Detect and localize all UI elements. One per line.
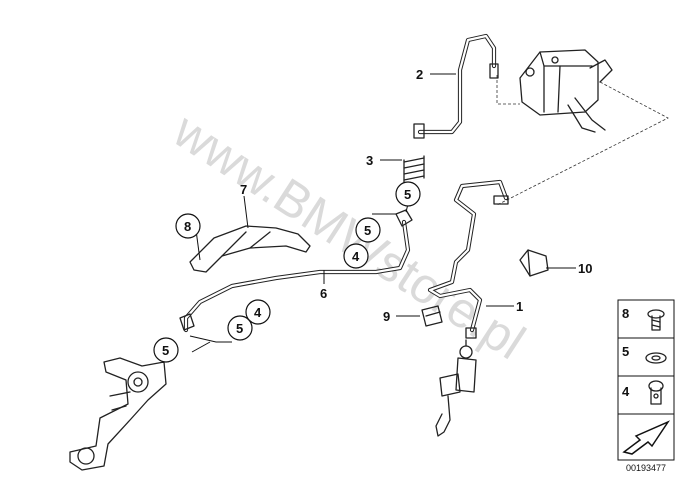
legend-item-4: 4 — [622, 380, 664, 405]
svg-text:1: 1 — [516, 299, 523, 314]
svg-text:4: 4 — [352, 249, 360, 264]
svg-text:6: 6 — [320, 286, 327, 301]
doc-number: 00193477 — [626, 463, 666, 473]
callout-5-lower-left: 5 — [153, 337, 179, 363]
svg-text:5: 5 — [236, 321, 243, 336]
brake-line-lower — [427, 179, 509, 339]
svg-text:9: 9 — [383, 309, 390, 324]
legend-item-5: 5 — [622, 344, 667, 364]
master-cylinder — [435, 339, 477, 437]
svg-text:8: 8 — [622, 306, 629, 321]
callout-5-mid: 5 — [355, 217, 381, 243]
spring-part — [403, 155, 425, 183]
brake-caliper — [69, 357, 167, 471]
bracket-part — [519, 249, 549, 277]
callout-5-upper: 5 — [395, 181, 421, 207]
screw-icon — [647, 309, 665, 331]
callout-1: 1 — [516, 299, 523, 314]
svg-text:5: 5 — [162, 343, 169, 358]
svg-text:7: 7 — [240, 182, 247, 197]
callout-9: 9 — [383, 309, 390, 324]
callout-2: 2 — [416, 67, 423, 82]
callout-10: 10 — [578, 261, 592, 276]
dash-abs-to-line2 — [496, 75, 520, 105]
banjo-bolt-icon — [648, 380, 664, 405]
brake-line-upper — [413, 33, 499, 139]
svg-text:4: 4 — [254, 305, 262, 320]
holder-part — [189, 225, 311, 273]
svg-text:3: 3 — [366, 153, 373, 168]
callout-6: 6 — [320, 286, 327, 301]
callout-4-mid: 4 — [343, 243, 369, 269]
abs-unit — [519, 49, 613, 133]
washer-icon — [645, 352, 667, 364]
callout-5-lower-right: 5 — [227, 315, 253, 341]
svg-text:10: 10 — [578, 261, 592, 276]
svg-text:5: 5 — [622, 344, 629, 359]
callout-7: 7 — [240, 182, 247, 197]
svg-text:8: 8 — [184, 219, 191, 234]
clip-part — [421, 305, 443, 327]
dash-abs-to-line1 — [496, 81, 669, 206]
svg-text:4: 4 — [622, 384, 630, 399]
legend-item-8: 8 — [622, 306, 665, 331]
callout-4-lower: 4 — [245, 299, 271, 325]
legend-panel: 8 5 4 — [617, 299, 675, 461]
svg-text:5: 5 — [364, 223, 371, 238]
svg-text:5: 5 — [404, 187, 411, 202]
arrow-icon — [622, 420, 671, 455]
brake-line-rear — [179, 209, 413, 333]
callout-8: 8 — [175, 213, 201, 239]
svg-text:2: 2 — [416, 67, 423, 82]
legend-item-arrow — [622, 420, 671, 455]
callout-3: 3 — [366, 153, 373, 168]
